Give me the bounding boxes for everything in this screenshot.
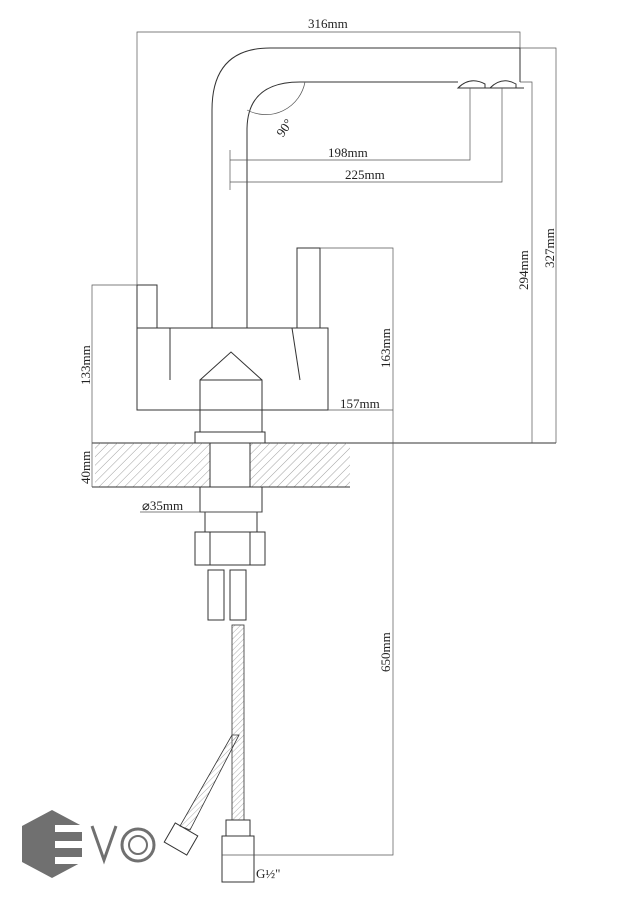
countertop xyxy=(92,442,556,488)
hoses xyxy=(163,624,255,883)
spout xyxy=(211,47,524,328)
dim-198: 198mm xyxy=(328,145,368,160)
dim-35: ⌀35mm xyxy=(142,498,183,513)
angle-arc xyxy=(246,81,306,115)
dim-163: 163mm xyxy=(378,328,393,368)
dim-angle: 90° xyxy=(273,116,296,140)
mounting-hardware xyxy=(194,486,266,621)
dimension-lines xyxy=(91,31,557,856)
dim-316: 316mm xyxy=(308,16,348,31)
dim-40: 40mm xyxy=(78,451,93,484)
dim-650: 650mm xyxy=(378,632,393,672)
dim-327: 327mm xyxy=(542,228,557,268)
faucet-body xyxy=(136,247,329,444)
dim-294: 294mm xyxy=(516,250,531,290)
dim-thread: G½" xyxy=(256,866,280,881)
dim-225: 225mm xyxy=(345,167,385,182)
dim-157: 157mm xyxy=(340,396,380,411)
dim-133: 133mm xyxy=(78,345,93,385)
evo-logo xyxy=(22,810,156,878)
